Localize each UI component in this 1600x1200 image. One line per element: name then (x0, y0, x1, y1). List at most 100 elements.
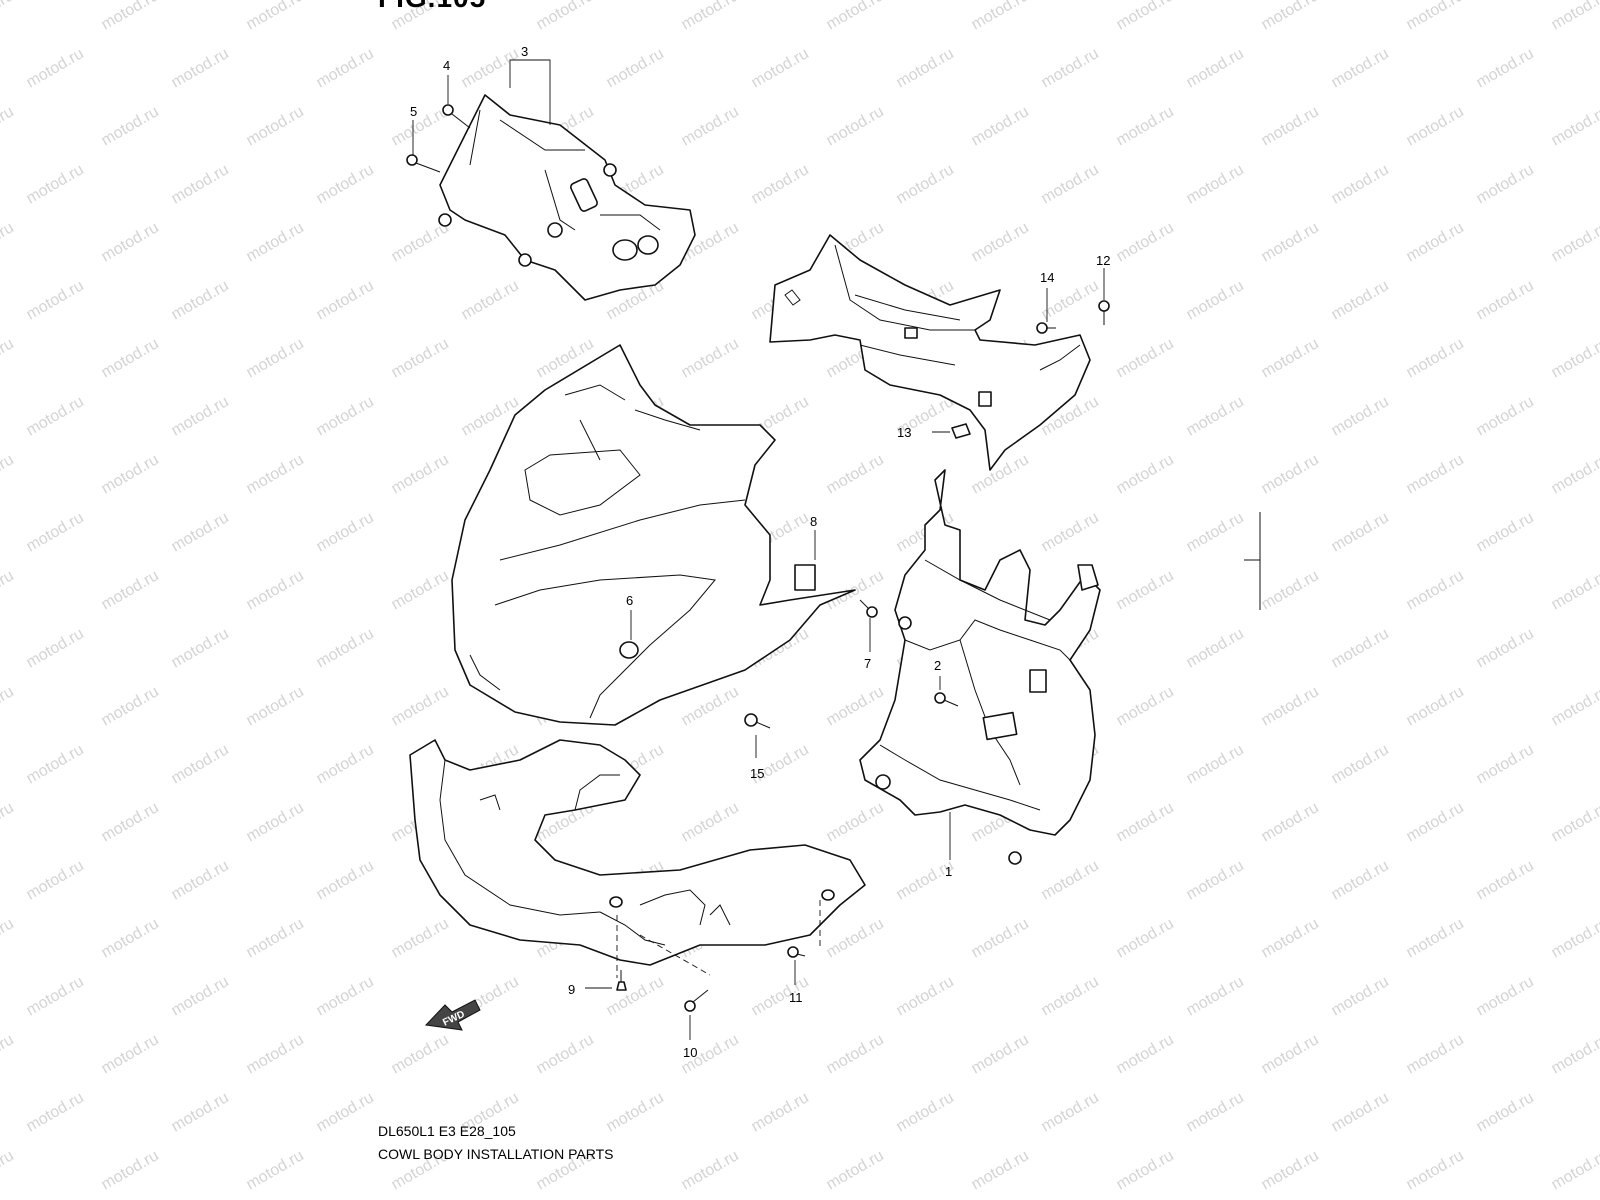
watermark-text: motod.ru (99, 1147, 162, 1193)
watermark-text: motod.ru (1329, 973, 1392, 1019)
watermark-text: motod.ru (1404, 799, 1467, 845)
watermark-text: motod.ru (24, 973, 87, 1019)
watermark-text: motod.ru (1329, 1089, 1392, 1135)
watermark-text: motod.ru (604, 1089, 667, 1135)
watermark-text: motod.ru (314, 625, 377, 671)
watermark-text: motod.ru (24, 277, 87, 323)
watermark-text: motod.ru (604, 45, 667, 91)
watermark-text: motod.ru (1039, 161, 1102, 207)
callout-10: 10 (683, 1045, 697, 1060)
watermark-text: motod.ru (1039, 857, 1102, 903)
watermark-text: motod.ru (1474, 277, 1537, 323)
watermark-text: motod.ru (169, 625, 232, 671)
watermark-text: motod.ru (969, 451, 1032, 497)
watermark-text: motod.ru (0, 451, 17, 497)
watermark-text: motod.ru (1184, 509, 1247, 555)
watermark-text: motod.ru (824, 1031, 887, 1077)
watermark-text: motod.ru (244, 335, 307, 381)
watermark-text: motod.ru (679, 103, 742, 149)
watermark-text: motod.ru (1114, 567, 1177, 613)
watermark-text: motod.ru (0, 1147, 17, 1193)
watermark-text: motod.ru (314, 393, 377, 439)
watermark-text: motod.ru (1184, 1089, 1247, 1135)
callout-12: 12 (1096, 253, 1110, 268)
watermark-text: motod.ru (1184, 625, 1247, 671)
watermark-text: motod.ru (24, 625, 87, 671)
watermark-text: motod.ru (0, 335, 17, 381)
lower-cowl-part (409, 739, 866, 966)
watermark-text: motod.ru (1114, 335, 1177, 381)
watermark-text: motod.ru (244, 683, 307, 729)
headlight-bracket-part (438, 94, 696, 301)
watermark-text: motod.ru (1474, 973, 1537, 1019)
watermark-text: motod.ru (24, 741, 87, 787)
watermark-text: motod.ru (169, 45, 232, 91)
watermark-text: motod.ru (244, 103, 307, 149)
watermark-text: motod.ru (894, 973, 957, 1019)
watermark-text: motod.ru (0, 799, 17, 845)
watermark-text: motod.ru (459, 277, 522, 323)
meter-cover-part (769, 234, 1091, 471)
watermark-text: motod.ru (824, 799, 887, 845)
watermark-text: motod.ru (169, 393, 232, 439)
watermark-text: motod.ru (1114, 103, 1177, 149)
watermark-text: motod.ru (99, 335, 162, 381)
callout-8: 8 (810, 514, 817, 529)
watermark-text: motod.ru (1404, 335, 1467, 381)
watermark-text: motod.ru (1259, 335, 1322, 381)
watermark-text: motod.ru (1039, 509, 1102, 555)
watermark-text: motod.ru (749, 1089, 812, 1135)
watermark-text: motod.ru (314, 857, 377, 903)
watermark-text: motod.ru (534, 1031, 597, 1077)
watermark-text: motod.ru (1474, 45, 1537, 91)
watermark-text: motod.ru (1259, 567, 1322, 613)
watermark-text: motod.ru (1404, 451, 1467, 497)
watermark-text: motod.ru (314, 509, 377, 555)
watermark-text: motod.ru (169, 973, 232, 1019)
watermark-text: motod.ru (1184, 857, 1247, 903)
callout-2: 2 (934, 658, 941, 673)
watermark-text: motod.ru (1259, 1031, 1322, 1077)
watermark-text: motod.ru (969, 0, 1032, 33)
watermark-text: motod.ru (894, 161, 957, 207)
watermark-text: motod.ru (244, 915, 307, 961)
watermark-text: motod.ru (1404, 1031, 1467, 1077)
watermark-text: motod.ru (0, 103, 17, 149)
watermark-text: motod.ru (749, 45, 812, 91)
cowl-brace-frame-part (859, 469, 1101, 865)
watermark-text: motod.ru (824, 683, 887, 729)
watermark-text: motod.ru (1549, 451, 1600, 497)
watermark-text: motod.ru (389, 1031, 452, 1077)
watermark-text: motod.ru (1404, 219, 1467, 265)
watermark-text: motod.ru (824, 1147, 887, 1193)
watermark-text: motod.ru (244, 1147, 307, 1193)
watermark-text: motod.ru (244, 0, 307, 33)
watermark-text: motod.ru (314, 45, 377, 91)
watermark-text: motod.ru (969, 103, 1032, 149)
watermark-text: motod.ru (0, 683, 17, 729)
watermark-text: motod.ru (169, 509, 232, 555)
watermark-text: motod.ru (749, 161, 812, 207)
callout-13: 13 (897, 425, 911, 440)
callout-numbers: 3 4 5 12 14 13 8 6 7 2 15 1 9 11 10 (410, 44, 1110, 1060)
watermark-text: motod.ru (99, 103, 162, 149)
watermark-text: motod.ru (1184, 393, 1247, 439)
watermark-text: motod.ru (1404, 915, 1467, 961)
watermark-text: motod.ru (1184, 973, 1247, 1019)
watermark-text: motod.ru (1549, 915, 1600, 961)
callout-9: 9 (568, 982, 575, 997)
watermark-text: motod.ru (1329, 161, 1392, 207)
watermark-text: motod.ru (1329, 393, 1392, 439)
watermark-text: motod.ru (1549, 683, 1600, 729)
watermark-text: motod.ru (1039, 45, 1102, 91)
watermark-text: motod.ru (169, 161, 232, 207)
watermark-text: motod.ru (679, 0, 742, 33)
watermark-text: motod.ru (244, 799, 307, 845)
watermark-text: motod.ru (894, 1089, 957, 1135)
watermark-text: motod.ru (1549, 567, 1600, 613)
watermark-text: motod.ru (1474, 393, 1537, 439)
watermark-text: motod.ru (1549, 219, 1600, 265)
watermark-text: motod.ru (389, 915, 452, 961)
watermark-text: motod.ru (389, 451, 452, 497)
